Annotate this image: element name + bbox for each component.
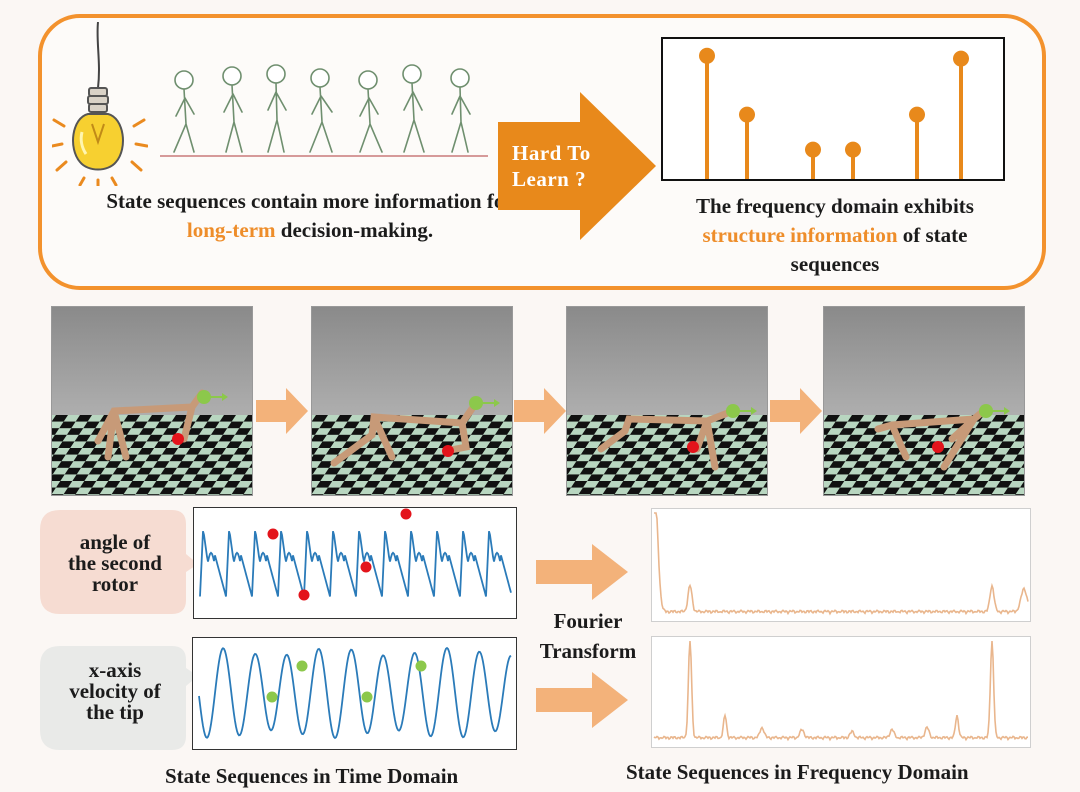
hard-to-learn-arrow [498,92,656,240]
arrow-right-icon [514,388,566,434]
walker-figure [309,68,333,153]
freq-plot-velocity [651,636,1031,748]
stem-head [845,141,861,158]
time-domain-caption: State Sequences in Time Domain [165,764,459,788]
arrow-right-icon [536,544,628,600]
signal-label-angle: angle of the second rotor [68,530,162,596]
stem-head [739,106,755,123]
sample-dot [415,660,427,672]
stem-head [699,47,715,64]
frequency-stem-box [661,37,1005,181]
scene-frame-2 [39,306,712,526]
signal-label-bubble [40,510,198,614]
hard-to-learn-label: Hard To Learn ? [512,141,591,191]
arrow-right-icon [536,672,628,728]
walker-figure [402,64,425,153]
signal-label-bubble [40,646,198,750]
time-series-line [198,646,512,740]
time-series-line [199,530,512,597]
frequency-domain-caption: State Sequences in Frequency Domain [626,760,969,784]
arrow-right-icon [770,388,822,434]
walker-figure [266,64,287,153]
sample-dot [266,691,278,703]
light-bulb-icon [52,22,148,186]
stem-head [953,50,969,67]
stem-plot [699,47,969,179]
sample-dot [267,528,279,540]
stem-head [805,141,821,158]
time-plot-velocity [192,637,517,750]
sample-dot [298,589,310,601]
left-caption: State sequences contain more information… [106,189,514,242]
scene-frame-4 [551,306,1080,526]
sample-dot [361,691,373,703]
walker-figure [222,66,243,153]
walker-figure [358,70,383,153]
stem-head [909,106,925,123]
fourier-transform-label: Fourier Transform [539,609,637,663]
spectrum-line [653,640,1028,742]
sample-dot [400,508,412,520]
scene-frame-3 [294,306,967,526]
walker-figure [450,68,471,153]
arrow-right-icon [256,388,308,434]
spectrum-line [654,512,1029,616]
signal-label-velocity: x-axis velocity of the tip [69,658,161,724]
walker-figure [173,70,195,153]
scene-frame-1 [0,306,452,526]
freq-plot-angle [651,508,1031,622]
sample-dot [296,660,308,672]
right-caption: The frequency domain exhibits structure … [696,194,974,276]
time-plot-angle [193,507,517,619]
sample-dot [360,561,372,573]
walking-figures-illustration [160,64,488,157]
